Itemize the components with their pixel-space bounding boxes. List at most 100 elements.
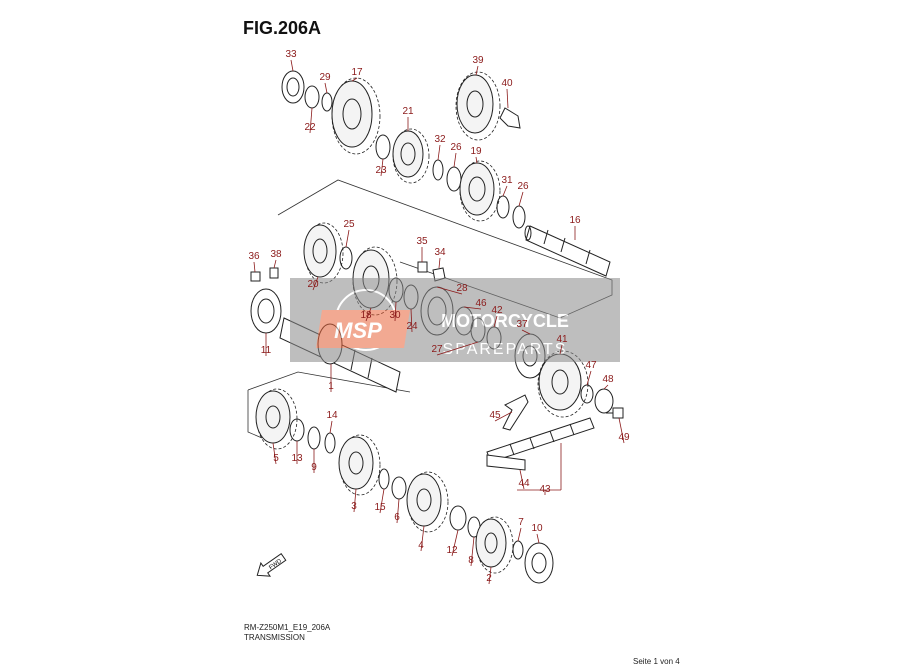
part-39-gear bbox=[455, 71, 501, 141]
callout-leader-4 bbox=[420, 525, 425, 552]
callout-23[interactable]: 23 bbox=[375, 165, 387, 176]
callout-38[interactable]: 38 bbox=[270, 249, 282, 260]
callout-leader-41 bbox=[559, 344, 563, 355]
callout-leader-30 bbox=[394, 301, 397, 322]
callout-5[interactable]: 5 bbox=[273, 453, 279, 464]
callout-37[interactable]: 37 bbox=[516, 319, 528, 330]
watermark-line1: MOTORCYCLE bbox=[441, 311, 569, 331]
callout-leader-48 bbox=[603, 384, 609, 390]
part-7-ring bbox=[512, 540, 524, 560]
callout-leader-24 bbox=[410, 308, 413, 333]
callout-leader-45 bbox=[494, 411, 513, 422]
callout-39[interactable]: 39 bbox=[472, 55, 484, 66]
callout-40[interactable]: 40 bbox=[501, 78, 513, 89]
callout-3[interactable]: 3 bbox=[351, 501, 357, 512]
callout-14[interactable]: 14 bbox=[326, 410, 338, 421]
callout-17[interactable]: 17 bbox=[351, 67, 363, 78]
part-40-clip bbox=[499, 107, 521, 129]
part-19-gear bbox=[459, 160, 501, 222]
part-21-gear bbox=[392, 128, 430, 184]
callout-32[interactable]: 32 bbox=[434, 134, 446, 145]
callout-16[interactable]: 16 bbox=[569, 215, 581, 226]
callout-19[interactable]: 19 bbox=[470, 146, 482, 157]
callout-12[interactable]: 12 bbox=[446, 545, 458, 556]
callout-15[interactable]: 15 bbox=[374, 502, 386, 513]
callout-26[interactable]: 26 bbox=[517, 181, 529, 192]
callout-leader-44 bbox=[519, 469, 525, 490]
callout-leader-42 bbox=[493, 315, 498, 328]
part-20-gear bbox=[303, 222, 344, 284]
callout-8[interactable]: 8 bbox=[468, 555, 474, 566]
callout-leader-39 bbox=[475, 65, 479, 76]
callout-leader-37 bbox=[521, 329, 531, 335]
part-44-joint bbox=[486, 454, 526, 471]
callout-28[interactable]: 28 bbox=[456, 283, 468, 294]
callout-29[interactable]: 29 bbox=[319, 72, 331, 83]
callout-35[interactable]: 35 bbox=[416, 236, 428, 247]
callout-leader-47 bbox=[586, 370, 592, 386]
callout-leader-26 bbox=[518, 191, 524, 207]
part-33-bearing bbox=[281, 70, 305, 104]
callout-leader-34 bbox=[438, 257, 441, 269]
callout-30[interactable]: 30 bbox=[389, 310, 401, 321]
callout-44[interactable]: 44 bbox=[518, 478, 530, 489]
part-22-washer bbox=[304, 85, 320, 109]
callout-leader-36 bbox=[253, 261, 256, 273]
callout-34[interactable]: 34 bbox=[434, 247, 446, 258]
part-2-gear bbox=[475, 516, 514, 574]
callout-36[interactable]: 36 bbox=[248, 251, 260, 262]
callout-leader-33 bbox=[290, 59, 294, 72]
callout-27[interactable]: 27 bbox=[431, 344, 443, 355]
callout-13[interactable]: 13 bbox=[291, 453, 303, 464]
callout-46[interactable]: 46 bbox=[475, 298, 487, 309]
callout-10[interactable]: 10 bbox=[531, 523, 543, 534]
callout-24[interactable]: 24 bbox=[406, 321, 418, 332]
part-6-washer bbox=[391, 476, 407, 500]
callout-21[interactable]: 21 bbox=[402, 106, 414, 117]
footer-diagram-code: RM-Z250M1_E19_206A bbox=[244, 623, 331, 632]
page-indicator: Seite 1 von 4 bbox=[633, 657, 680, 666]
callout-7[interactable]: 7 bbox=[518, 517, 524, 528]
callout-leader-40 bbox=[506, 88, 509, 109]
figure-title: FIG.206A bbox=[243, 18, 322, 38]
callout-33[interactable]: 33 bbox=[285, 49, 297, 60]
part-45-guide bbox=[502, 394, 529, 431]
callout-18[interactable]: 18 bbox=[360, 310, 372, 321]
callout-31[interactable]: 31 bbox=[501, 175, 513, 186]
callout-25[interactable]: 25 bbox=[343, 219, 355, 230]
part-29-ring bbox=[321, 92, 333, 112]
part-41-sprocket bbox=[537, 350, 589, 418]
part-31-bushing bbox=[496, 195, 510, 219]
part-3-gear bbox=[338, 434, 381, 496]
callout-1[interactable]: 1 bbox=[328, 381, 334, 392]
callout-49[interactable]: 49 bbox=[618, 432, 630, 443]
callout-leader-5 bbox=[272, 442, 277, 465]
callout-22[interactable]: 22 bbox=[304, 122, 316, 133]
callout-6[interactable]: 6 bbox=[394, 512, 400, 523]
watermark-logo-text: MSP bbox=[334, 318, 382, 343]
callout-leader-49 bbox=[618, 417, 625, 444]
callout-4[interactable]: 4 bbox=[418, 540, 424, 551]
callout-20[interactable]: 20 bbox=[307, 279, 319, 290]
part-49-bolt bbox=[606, 407, 624, 419]
callout-26[interactable]: 26 bbox=[450, 142, 462, 153]
callout-43[interactable]: 43 bbox=[539, 484, 551, 495]
part-9-washer bbox=[307, 426, 321, 450]
callout-48[interactable]: 48 bbox=[602, 374, 614, 385]
callout-leader-29 bbox=[324, 82, 328, 94]
callout-42[interactable]: 42 bbox=[491, 305, 503, 316]
callout-leader-23 bbox=[380, 158, 384, 177]
part-25-washer bbox=[339, 246, 353, 270]
callout-41[interactable]: 41 bbox=[556, 334, 568, 345]
callout-45[interactable]: 45 bbox=[489, 410, 501, 421]
part-4-gear bbox=[406, 471, 449, 533]
part-12-bearing bbox=[449, 505, 467, 531]
callout-2[interactable]: 2 bbox=[486, 573, 492, 584]
callout-9[interactable]: 9 bbox=[311, 462, 317, 473]
callout-11[interactable]: 11 bbox=[261, 345, 272, 356]
callout-leader-8 bbox=[470, 536, 475, 567]
callout-leader-10 bbox=[536, 533, 540, 544]
part-32-ring bbox=[432, 159, 444, 181]
part-14-ring bbox=[324, 432, 336, 454]
callout-47[interactable]: 47 bbox=[585, 360, 597, 371]
